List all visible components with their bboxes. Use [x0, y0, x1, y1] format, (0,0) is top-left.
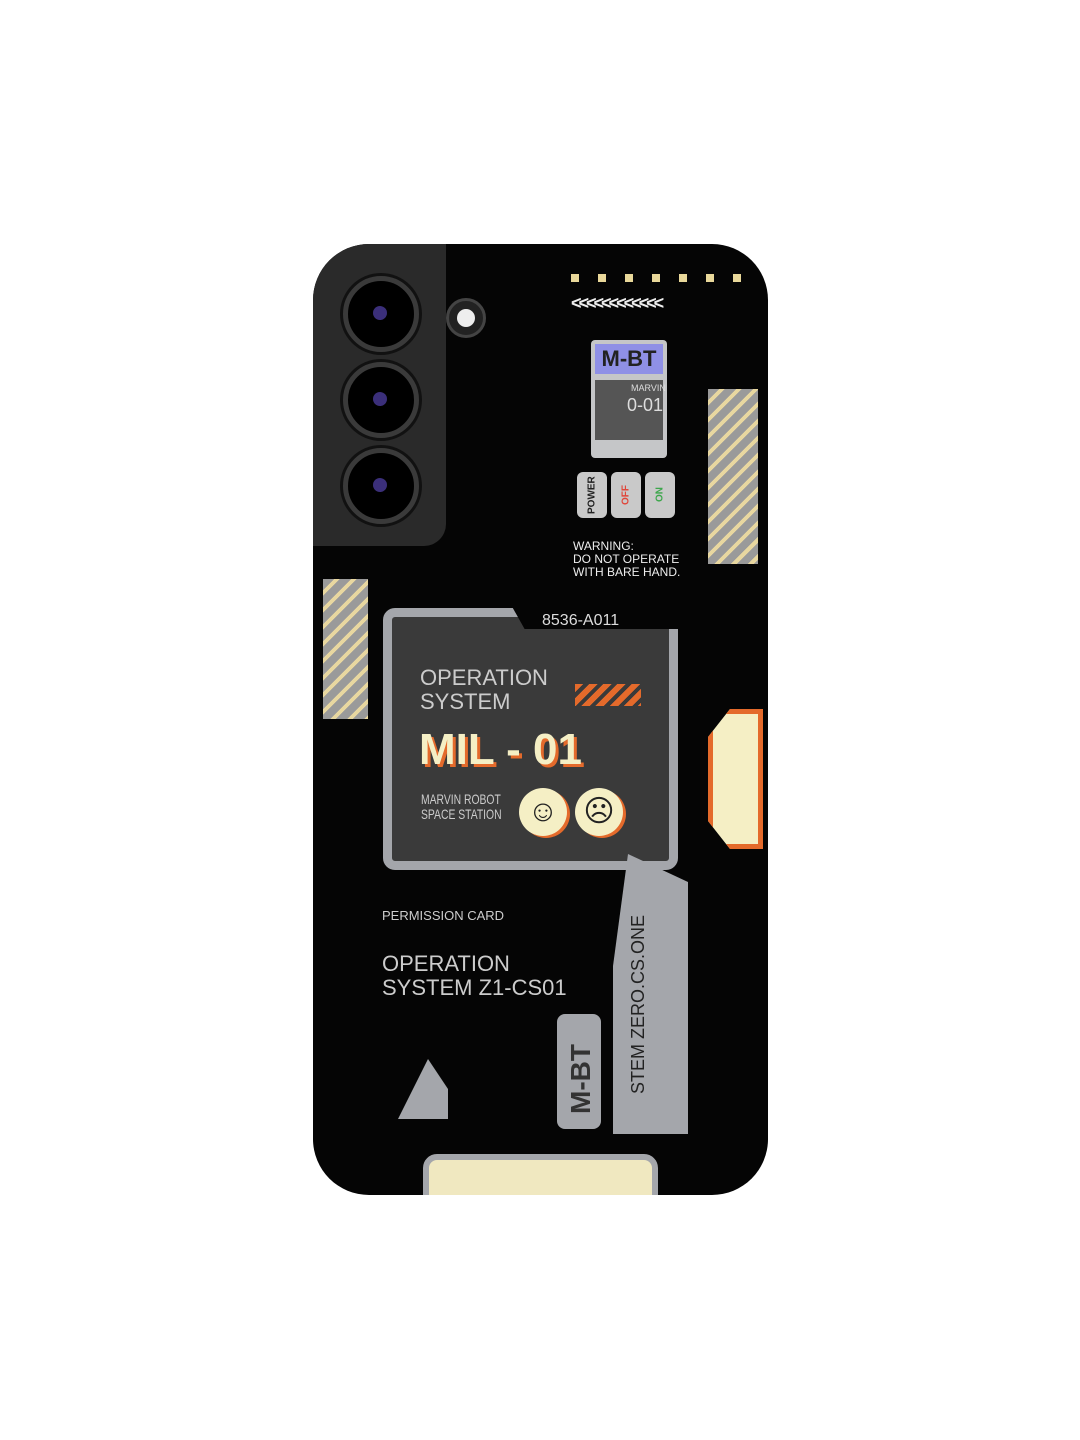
mbt-label: M-BT: [595, 344, 663, 374]
station-line: SPACE STATION: [421, 806, 502, 823]
mbt-card-screen: [595, 380, 663, 440]
panel-code: 8536-A011: [542, 612, 620, 629]
led-dot: [706, 274, 714, 282]
led-dot: [571, 274, 579, 282]
chevrons: <<<<<<<<<<<<: [571, 293, 664, 313]
warning-line: WARNING:: [573, 539, 634, 553]
flash-icon: [446, 298, 486, 338]
grey-triangle: [398, 1059, 448, 1119]
permission-card-label: PERMISSION CARD: [382, 908, 505, 923]
led-dot: [598, 274, 606, 282]
mbt-bottom-label: M-BT: [565, 1044, 596, 1114]
warning-line: DO NOT OPERATE: [573, 552, 680, 567]
sad-face-icon: ☹: [575, 788, 623, 836]
panel-title-line: SYSTEM: [420, 689, 511, 715]
led-dot: [733, 274, 741, 282]
camera-lens-icon: [343, 276, 419, 352]
power-button: POWER: [577, 472, 607, 518]
hazard-stripes: [575, 684, 641, 706]
side-hexagon: [708, 709, 763, 849]
bottom-slot: [423, 1154, 658, 1195]
marvin-label: MARVIN: [631, 383, 666, 393]
led-dot: [625, 274, 633, 282]
happy-face-icon: ☺: [519, 788, 567, 836]
phone-case: <<<<<<<<<<<< M-BT MARVIN 0-01 POWER OFF …: [313, 244, 768, 1195]
mbt-bottom-block: [557, 1014, 601, 1129]
panel-title-line: OPERATION: [420, 665, 548, 690]
striped-panel: [323, 579, 368, 719]
camera-lens-icon: [343, 448, 419, 524]
led-dot: [679, 274, 687, 282]
model-label: MIL - 01: [419, 725, 583, 774]
camera-module: [313, 244, 446, 546]
mbt-card: M-BT MARVIN 0-01: [591, 340, 667, 458]
camera-lens-icon: [343, 362, 419, 438]
vertical-bar: [613, 854, 688, 1134]
marvin-id: 0-01: [627, 395, 664, 415]
operation-line: SYSTEM Z1-CS01: [382, 975, 567, 1001]
striped-panel: [708, 389, 758, 564]
station-line: MARVIN ROBOT: [421, 791, 501, 807]
vertical-text: STEM ZERO.CS.ONE: [628, 914, 648, 1094]
led-dot: [652, 274, 660, 282]
off-button: OFF: [611, 472, 641, 518]
on-button: ON: [645, 472, 675, 518]
led-row: [571, 274, 741, 282]
operation-line: OPERATION: [382, 951, 510, 976]
warning-line: WITH BARE HAND.: [573, 565, 681, 580]
